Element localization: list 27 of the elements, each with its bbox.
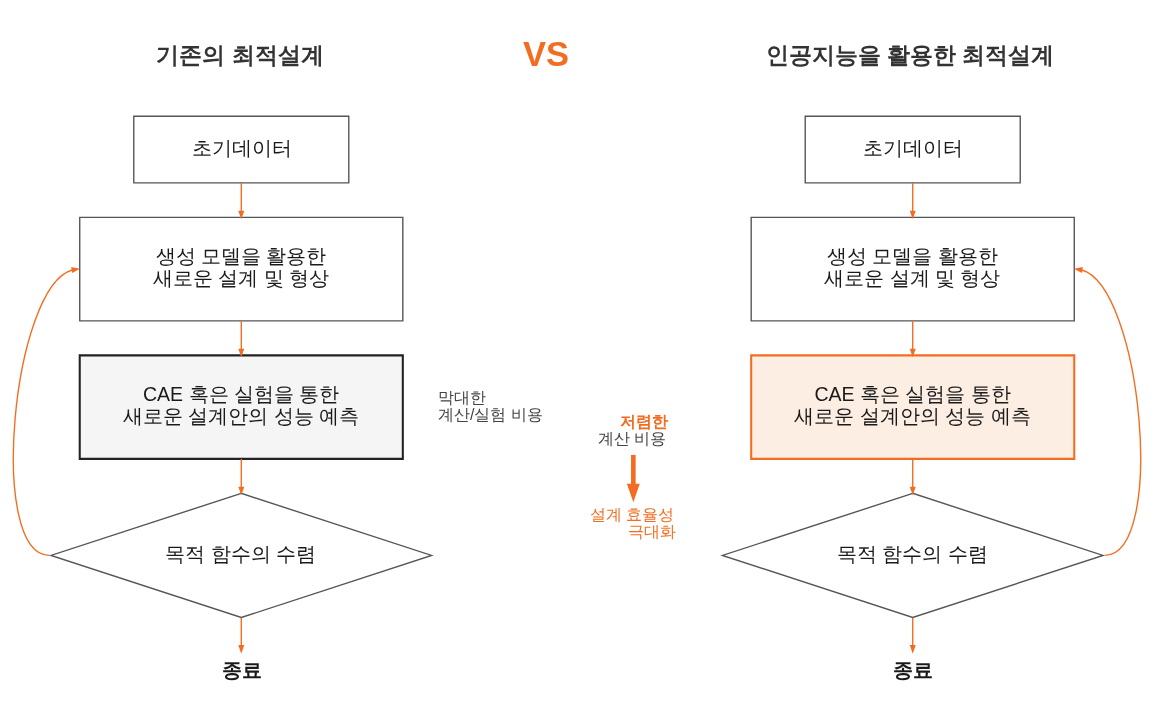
arrow	[1073, 267, 1142, 557]
node-text: 종료	[893, 658, 934, 681]
node-label: 막대한 계산/실험 비용	[437, 387, 543, 423]
arrow	[909, 320, 916, 358]
node-box: 초기데이터	[133, 115, 350, 184]
arrow	[238, 320, 245, 358]
arrow	[626, 454, 640, 503]
node-box: CAE 혹은 실험을 통한 새로운 설계안의 성능 예측	[78, 354, 404, 460]
node-text: 설계 효율성 극대화	[589, 505, 676, 541]
label: VS	[522, 35, 569, 74]
arrow	[909, 182, 916, 220]
node-box: 생성 모델을 활용한 새로운 설계 및 형상	[750, 216, 1075, 322]
arrow	[238, 458, 245, 496]
arrow	[909, 458, 916, 496]
node-box: 초기데이터	[804, 115, 1021, 184]
node-diamond: 목적 함수의 수렴	[720, 492, 1106, 619]
label: 기존의 최적설계	[156, 41, 324, 68]
label: 인공지능을 활용한 최적설계	[765, 41, 1055, 68]
arrow	[238, 182, 245, 220]
arrow	[238, 617, 245, 654]
node-diamond: 목적 함수의 수렴	[48, 492, 434, 619]
node-text: 저렴한 계산 비용	[597, 412, 668, 447]
node-text: 종료	[221, 658, 262, 681]
arrow	[909, 617, 916, 654]
arrow	[12, 267, 81, 557]
node-box: CAE 혹은 실험을 통한 새로운 설계안의 성능 예측	[750, 354, 1076, 460]
node-box: 생성 모델을 활용한 새로운 설계 및 형상	[79, 216, 404, 322]
